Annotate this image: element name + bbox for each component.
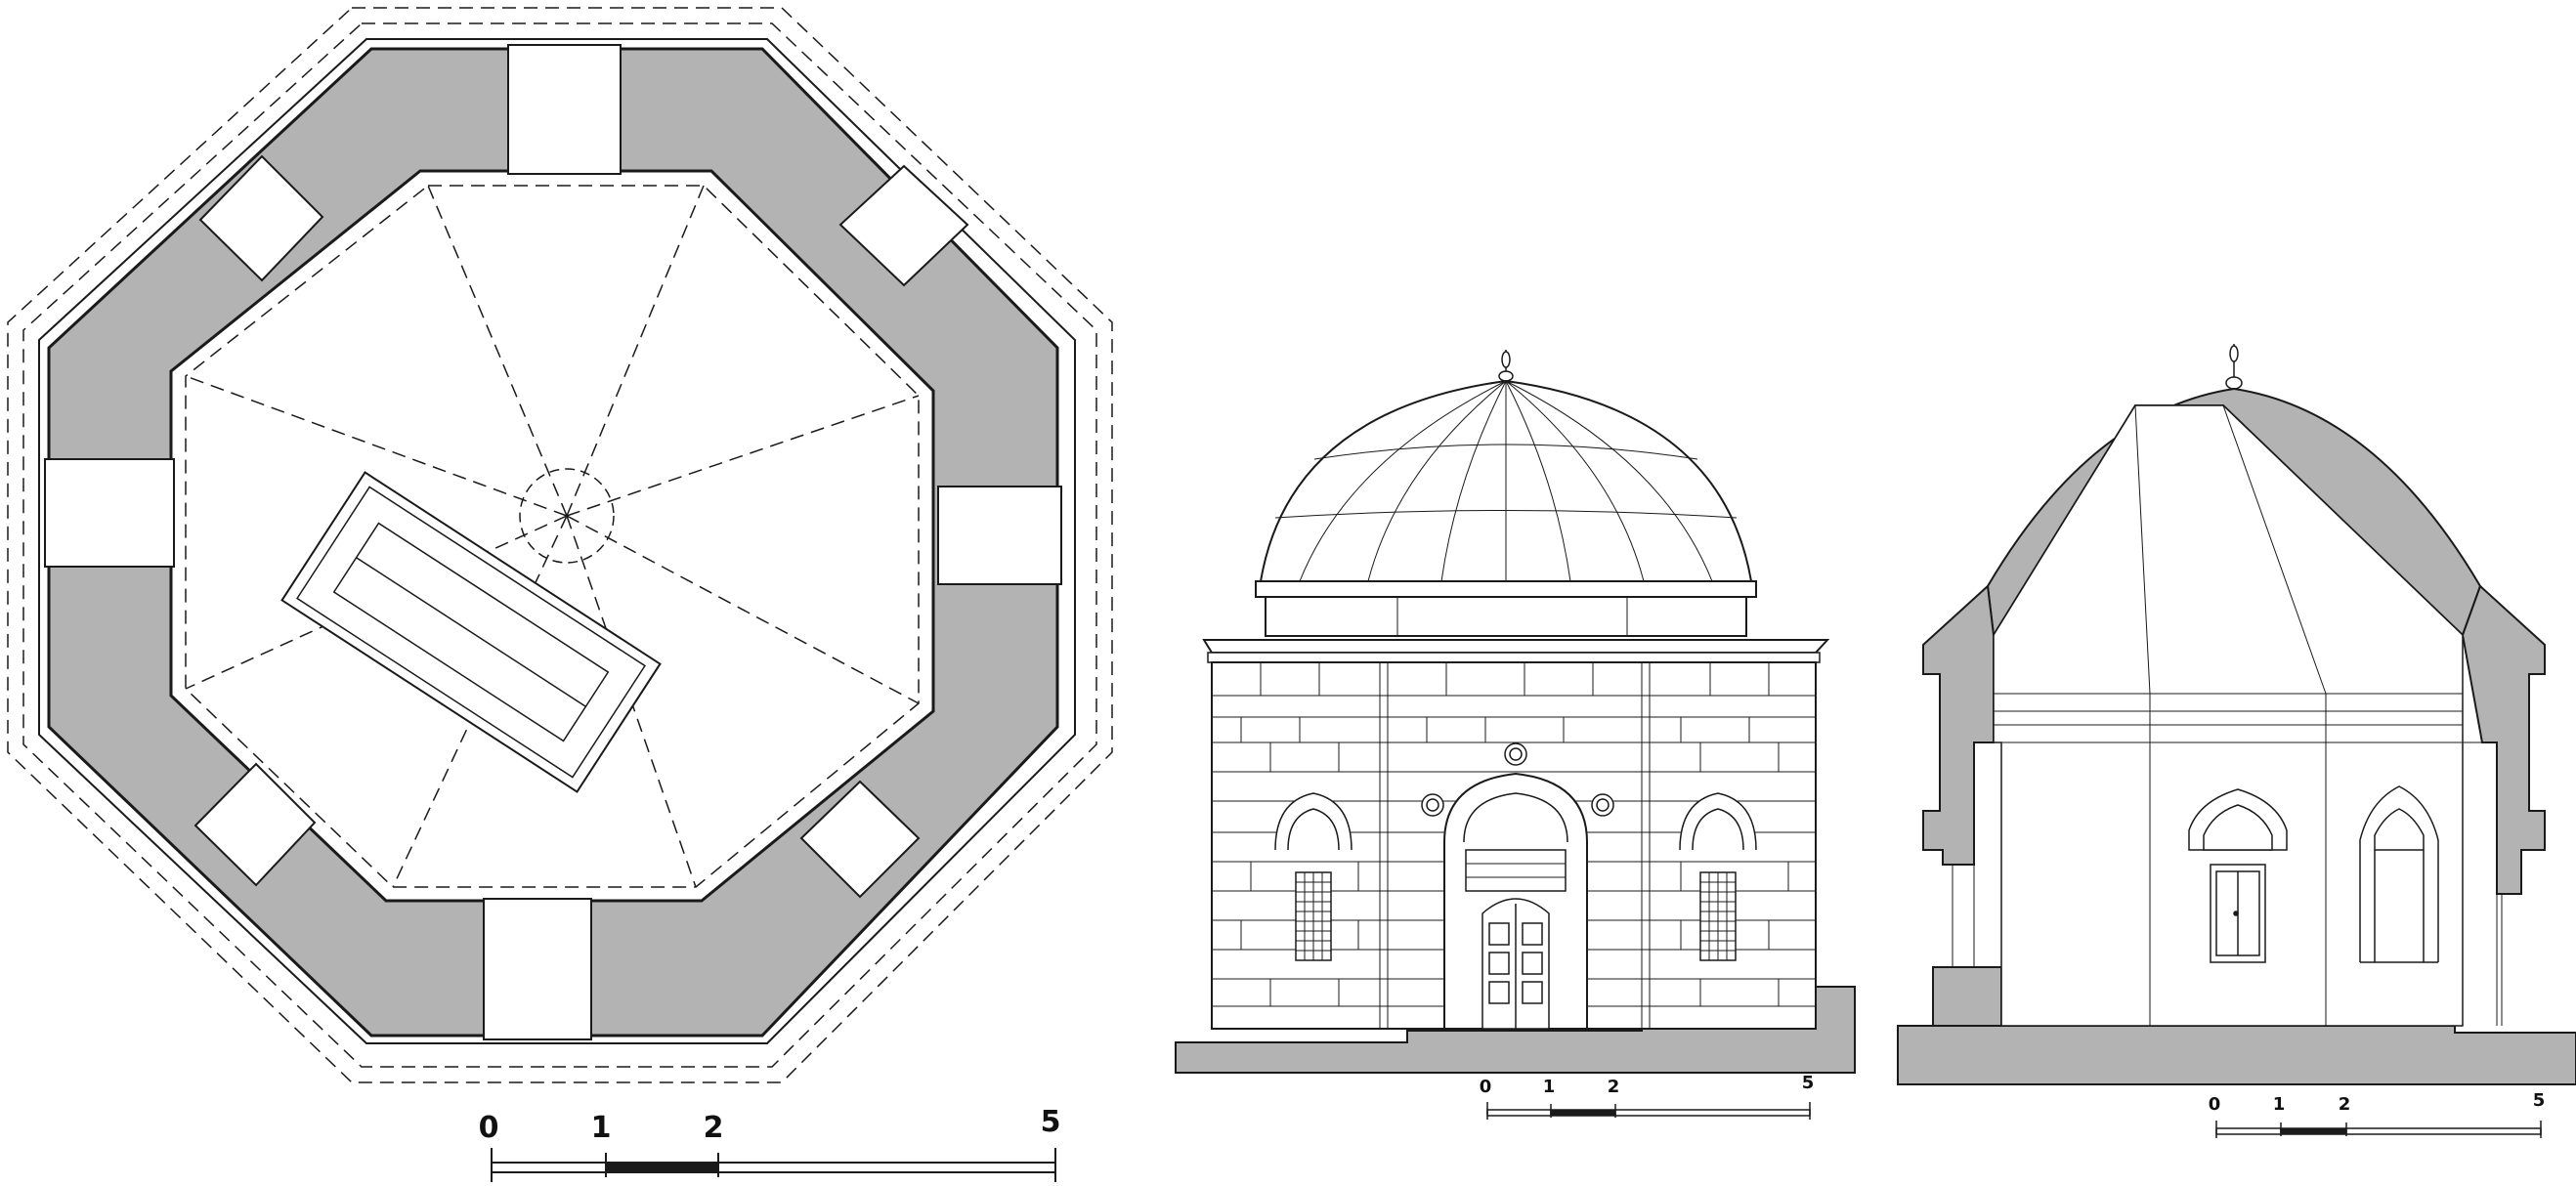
elevation-scale-label-0: 0 bbox=[1480, 1077, 1492, 1097]
plan-dome-projection bbox=[185, 185, 920, 888]
plan-plinth-outline bbox=[38, 38, 1076, 1044]
elevation-scale-label-2: 2 bbox=[1608, 1077, 1620, 1097]
plan-opening-north bbox=[507, 44, 622, 175]
section-scale-label-1: 1 bbox=[2273, 1094, 2286, 1115]
plan-opening-east bbox=[937, 486, 1062, 585]
plan-opening-southwest bbox=[193, 762, 317, 887]
plan-outer-dashed-contour bbox=[7, 7, 1113, 1083]
elevation-rosettes bbox=[1421, 742, 1614, 817]
section-ground bbox=[1897, 1025, 2576, 1085]
section-scale-label-5: 5 bbox=[2533, 1090, 2546, 1111]
plan-dome-ribs bbox=[185, 185, 920, 888]
section-wall-right bbox=[2461, 584, 2546, 895]
plan-opening-west bbox=[44, 458, 175, 568]
plan-cenotaph bbox=[280, 471, 662, 793]
plan-scale-label-2: 2 bbox=[704, 1111, 724, 1145]
elevation-window-right bbox=[1679, 792, 1757, 961]
section-window-left bbox=[2188, 788, 2288, 963]
section-wall-left bbox=[1922, 583, 1995, 866]
cross-section: 0 1 2 5 bbox=[1897, 344, 2576, 1138]
plan-scale-label-5: 5 bbox=[1041, 1105, 1061, 1139]
front-elevation: 0 1 2 5 bbox=[1175, 350, 1856, 1120]
elevation-scale-label-5: 5 bbox=[1802, 1073, 1815, 1093]
elevation-scale-bar bbox=[1486, 1102, 1811, 1120]
plan-opening-southeast bbox=[799, 780, 921, 899]
plan-scale-label-0: 0 bbox=[479, 1111, 499, 1145]
section-interior-lines bbox=[1952, 404, 2503, 1026]
section-dome-shell bbox=[1986, 387, 2482, 638]
plan-opening-south bbox=[483, 898, 592, 1040]
elevation-door bbox=[1481, 898, 1550, 1030]
plan-dome-oculus bbox=[519, 468, 615, 564]
floor-plan: 0 1 2 5 bbox=[7, 7, 1113, 1182]
elevation-cornice bbox=[1202, 639, 1830, 654]
section-finial bbox=[2225, 344, 2243, 390]
section-scale-bar bbox=[2215, 1121, 2542, 1138]
plan-scale-label-1: 1 bbox=[591, 1111, 612, 1145]
elevation-inscription-panel bbox=[1465, 849, 1567, 892]
plan-scale-bar bbox=[491, 1148, 1056, 1182]
section-interior bbox=[1993, 404, 2464, 1027]
elevation-scale-label-1: 1 bbox=[1543, 1077, 1556, 1097]
elevation-drum-cornice bbox=[1255, 580, 1757, 598]
plan-outer-dashed-contour-inner bbox=[22, 22, 1097, 1068]
plan-opening-northwest bbox=[198, 154, 324, 282]
plan-opening-northeast bbox=[838, 164, 969, 287]
elevation-finial bbox=[1498, 350, 1514, 382]
elevation-drum bbox=[1265, 596, 1747, 637]
section-scale-label-2: 2 bbox=[2339, 1094, 2351, 1115]
section-niche-right bbox=[2359, 785, 2439, 963]
elevation-dome-ribs bbox=[1274, 380, 1738, 582]
section-scale-label-0: 0 bbox=[2209, 1094, 2221, 1115]
elevation-window-left bbox=[1274, 792, 1352, 961]
plan-openings bbox=[44, 44, 1062, 1040]
section-pier-left bbox=[1932, 966, 2002, 1027]
